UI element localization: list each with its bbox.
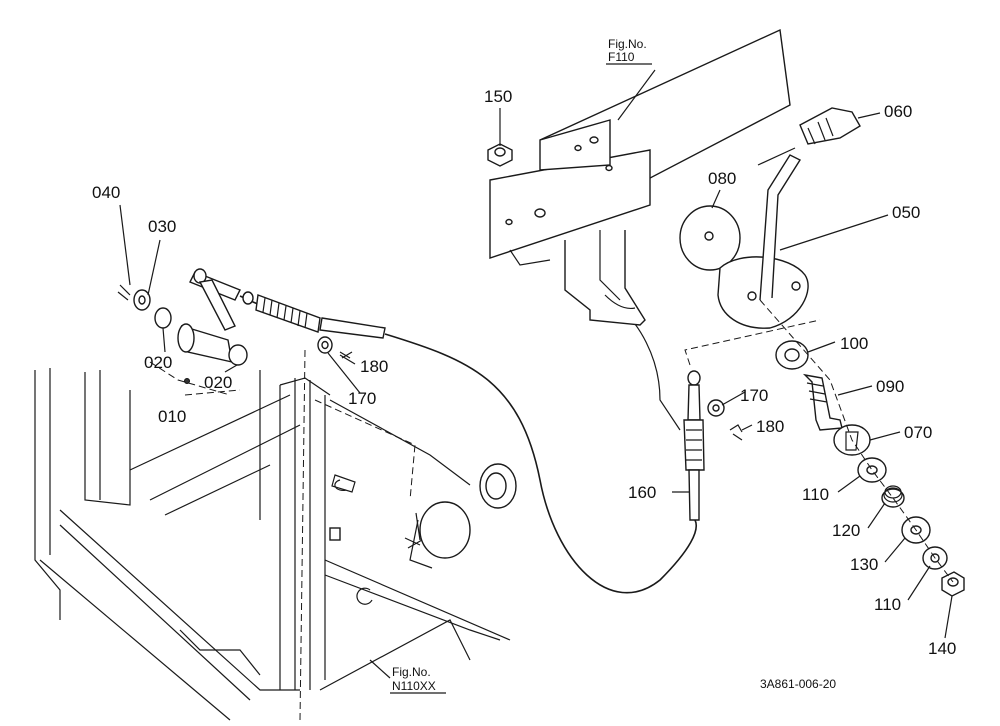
label-180b: 180 (756, 417, 784, 436)
label-010: 010 (158, 407, 186, 426)
fig-ref-bottom-line2: N110XX (392, 679, 436, 693)
label-060: 060 (884, 102, 912, 121)
pin-180b (729, 424, 743, 441)
cable-end-160 (683, 370, 705, 521)
pin-090 (802, 373, 843, 431)
label-140: 140 (928, 639, 956, 658)
label-110b: 110 (874, 595, 901, 614)
shift-lever-050 (717, 147, 809, 329)
nut-150 (487, 143, 513, 167)
label-160: 160 (628, 483, 656, 502)
washer-100 (775, 340, 809, 370)
label-180a: 180 (360, 357, 388, 376)
label-080: 080 (708, 169, 736, 188)
label-120: 120 (832, 521, 860, 540)
label-170a: 170 (348, 389, 376, 408)
leader-lines (119, 69, 953, 679)
label-070: 070 (904, 423, 932, 442)
label-170b: 170 (740, 386, 768, 405)
lever-assembly (117, 268, 248, 396)
washer-170b (707, 399, 725, 417)
bracket (489, 28, 791, 326)
label-050: 050 (892, 203, 920, 222)
label-030: 030 (148, 217, 176, 236)
frame-body (34, 368, 511, 721)
fig-ref-top-line1: Fig.No. (608, 37, 647, 51)
label-130: 130 (850, 555, 878, 574)
fig-ref-top-line2: F110 (608, 50, 635, 64)
label-100: 100 (840, 334, 868, 353)
knob-060 (799, 107, 861, 145)
grommet (479, 463, 517, 509)
disc-080 (679, 205, 741, 271)
label-020a: 020 (144, 353, 172, 372)
spring-120 (881, 485, 905, 508)
label-110a: 110 (802, 485, 829, 504)
drawing-code: 3A861-006-20 (760, 677, 836, 691)
label-020b: 020 (204, 373, 232, 392)
label-040: 040 (92, 183, 120, 202)
fig-ref-bottom-line1: Fig.No. (392, 665, 431, 679)
control-cable (384, 333, 697, 594)
spring-coupling (239, 291, 386, 359)
round-plate (404, 501, 471, 569)
nut-140 (941, 571, 965, 597)
label-150: 150 (484, 87, 512, 106)
label-090: 090 (876, 377, 904, 396)
washer-110a (857, 457, 887, 483)
